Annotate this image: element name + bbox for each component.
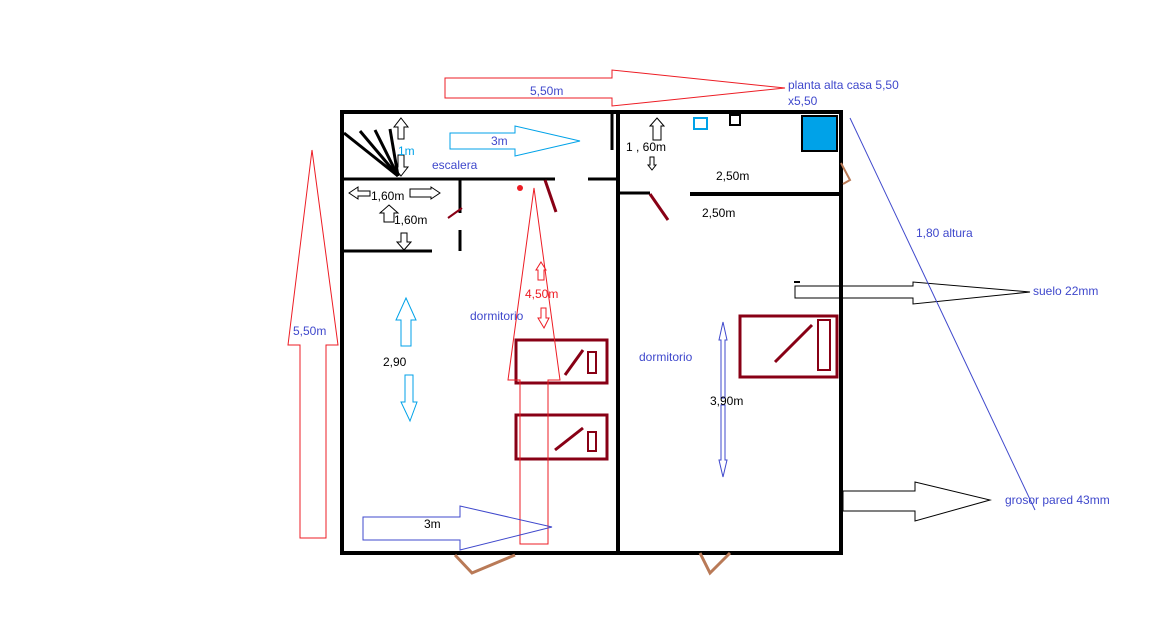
bed-left-1 xyxy=(514,338,609,385)
stair-height-label: 1m xyxy=(398,144,415,158)
left-room-up-small xyxy=(535,261,547,281)
landing-height-label: 1,60m xyxy=(394,213,428,227)
left-room-width-label: 2,90 xyxy=(383,355,407,369)
stair-width-arrow xyxy=(449,125,581,157)
landing xyxy=(342,178,462,253)
left-room-bottom-width-label: 3m xyxy=(424,517,441,531)
left-room-down-small xyxy=(537,307,550,330)
wall-thickness-label: grosor pared 43mm xyxy=(1005,493,1110,507)
left-room-depth-arrow xyxy=(507,187,561,545)
window-right xyxy=(840,162,852,185)
stair-up-arrow xyxy=(392,117,410,140)
ceiling-height-line xyxy=(849,117,1036,511)
left-height-label: 5,50m xyxy=(293,324,327,338)
landing-up-arrow xyxy=(378,204,400,223)
top-width-arrow xyxy=(444,69,786,107)
plan-title-line2: x5,50 xyxy=(788,94,818,108)
window-bottom-left xyxy=(453,553,516,575)
bath-fixture-blue xyxy=(801,115,838,152)
landing-left-arrow xyxy=(348,186,371,200)
right-room-down-arrow xyxy=(718,404,728,478)
window-bottom-right xyxy=(698,551,732,576)
landing-width-label: 1,60m xyxy=(371,189,405,203)
door-bath xyxy=(648,193,670,221)
stair-width-label: 3m xyxy=(491,134,508,148)
landing-right-arrow xyxy=(409,186,441,200)
plan-title-line1: planta alta casa 5,50 xyxy=(788,78,899,92)
left-height-arrow xyxy=(287,149,339,539)
left-room-depth-label: 4,50m xyxy=(525,287,559,301)
ceiling-height-label: 1,80 altura xyxy=(916,226,973,240)
stair-down-arrow xyxy=(392,154,410,177)
wall-thickness-arrow xyxy=(842,481,992,522)
floor-thickness-arrow xyxy=(794,281,1031,305)
right-room-label: dormitorio xyxy=(639,350,693,364)
bed-right xyxy=(738,314,839,379)
staircase xyxy=(343,128,400,178)
bath-fixture-small xyxy=(693,117,708,130)
right-room-width-label: 2,50m xyxy=(702,206,736,220)
door-landing xyxy=(447,207,463,219)
left-room-bottom-arrow xyxy=(362,505,553,551)
left-room-label: dormitorio xyxy=(470,309,524,323)
top-width-label: 5,50m xyxy=(530,84,564,98)
stair-label: escalera xyxy=(432,158,478,172)
left-room-down-arrow xyxy=(400,374,418,423)
red-dot xyxy=(517,185,523,191)
bath-down-arrow xyxy=(646,156,658,171)
bath-fixture-sink xyxy=(729,114,741,126)
floor-thickness-label: suelo 22mm xyxy=(1033,284,1099,298)
bath-up-arrow xyxy=(648,117,666,141)
landing-down-arrow xyxy=(395,232,413,251)
door-stair xyxy=(543,179,558,213)
bed-left-2 xyxy=(514,413,609,461)
right-room-up-arrow xyxy=(718,321,728,399)
right-room-height-label: 3,90m xyxy=(710,394,744,408)
left-room-up-arrow xyxy=(395,296,417,347)
bath-width-label: 2,50m xyxy=(716,169,750,183)
bath-depth-label: 1 , 60m xyxy=(626,140,667,154)
exterior-walls xyxy=(340,110,843,555)
